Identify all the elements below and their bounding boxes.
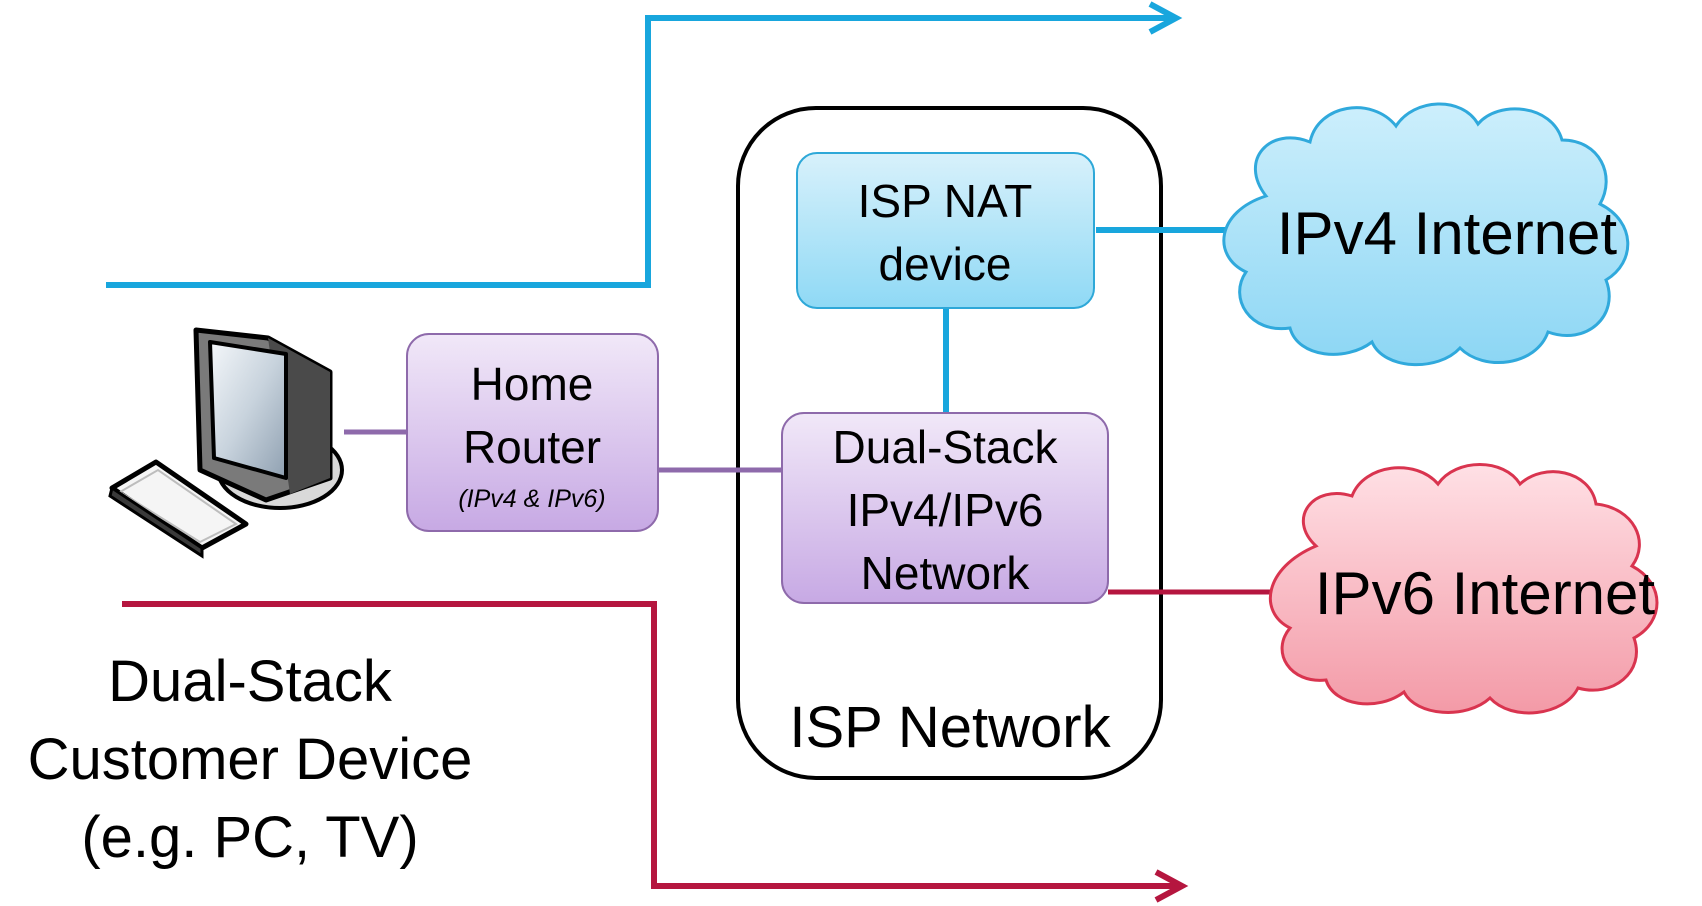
ipv6-internet-label: IPv6 Internet xyxy=(1315,560,1656,627)
ipv6-cloud-shape xyxy=(1268,463,1659,715)
ipv4-path xyxy=(106,1,1183,288)
ipv4-internet-cloud: IPv4 Internet xyxy=(1222,102,1630,367)
ipv6-path-line xyxy=(122,601,1176,889)
ipv6-path xyxy=(122,601,1189,903)
isp-network-label: ISP Network xyxy=(789,695,1111,760)
isp-nat-device-box xyxy=(796,152,1095,309)
desktop-computer-icon xyxy=(108,327,344,559)
ipv4-arrowhead-icon xyxy=(1148,1,1183,35)
home-router-label-line2: Router xyxy=(463,421,601,473)
ipv4-internet-label: IPv4 Internet xyxy=(1277,200,1618,267)
isp-nat-device: ISP NAT device xyxy=(796,152,1095,309)
dual-stack-label-line2: IPv4/IPv6 xyxy=(847,484,1044,536)
customer-device-label: Dual-Stack Customer Device (e.g. PC, TV) xyxy=(28,649,473,870)
home-router-label-line1: Home xyxy=(471,358,594,410)
home-router-box xyxy=(406,333,659,532)
device-label-line1: Dual-Stack xyxy=(108,649,393,714)
ipv4-cloud-shape xyxy=(1222,102,1630,367)
dual-stack-label-line3: Network xyxy=(861,547,1031,599)
isp-network-boundary xyxy=(736,106,1163,780)
home-router-subtitle: (IPv4 & IPv6) xyxy=(458,485,605,513)
device-label-line3: (e.g. PC, TV) xyxy=(81,805,418,870)
ipv6-internet-cloud: IPv6 Internet xyxy=(1268,463,1659,715)
isp-nat-label-line2: device xyxy=(879,238,1012,290)
device-label-line2: Customer Device xyxy=(28,727,473,792)
home-router: Home Router (IPv4 & IPv6) xyxy=(406,333,659,532)
ipv4-path-line xyxy=(106,15,1170,288)
ipv6-arrowhead-icon xyxy=(1154,869,1189,903)
dual-stack-label-line1: Dual-Stack xyxy=(833,421,1059,473)
isp-nat-label-line1: ISP NAT xyxy=(858,175,1033,227)
dual-stack-network-box xyxy=(781,412,1109,604)
dual-stack-network: Dual-Stack IPv4/IPv6 Network xyxy=(781,412,1109,604)
